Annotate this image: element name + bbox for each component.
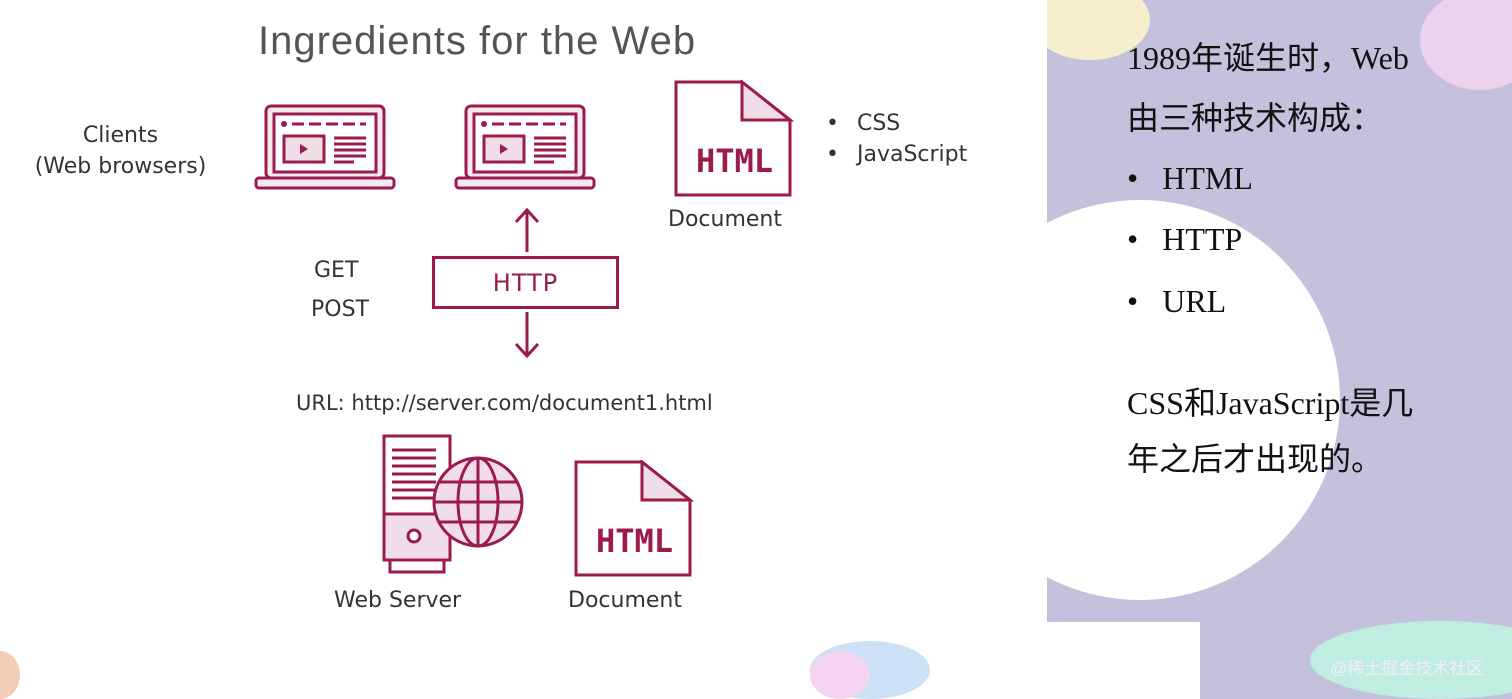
html-icon-text: HTML	[596, 522, 673, 560]
method-get: GET	[314, 258, 359, 283]
slide-panel: Ingredients for the Web Clients (Web bro…	[18, 19, 968, 613]
notes-bullet: • URL	[1127, 281, 1497, 321]
bullet-glyph: •	[1127, 160, 1139, 196]
extras-item-label: JavaScript	[856, 142, 968, 167]
notes-line: 由三种技术构成：	[1127, 100, 1384, 136]
laptop-browser-icon	[254, 104, 396, 190]
notes-line: 1989年诞生时，Web	[1127, 40, 1409, 76]
html-icon-text: HTML	[696, 142, 773, 180]
notes-bullet: • HTTP	[1127, 219, 1497, 259]
html-document-icon: HTML	[674, 80, 795, 197]
http-box: HTTP	[432, 256, 619, 309]
slide-title: Ingredients for the Web	[258, 19, 697, 63]
bullet-glyph: •	[1127, 221, 1139, 257]
notes-bullet: • HTML	[1127, 158, 1497, 198]
web-server-icon	[382, 434, 524, 574]
url-example: URL: http://server.com/document1.html	[296, 391, 713, 415]
extras-item: •CSS	[826, 111, 901, 136]
bullet-label: HTTP	[1162, 221, 1243, 257]
bullet-glyph: •	[1127, 283, 1139, 319]
notes-line: CSS和JavaScript是几	[1127, 385, 1414, 421]
notes-line: 年之后才出现的。	[1127, 441, 1384, 477]
extras-list: •CSS •JavaScript	[826, 108, 967, 170]
watermark: @稀土掘金技术社区	[1330, 659, 1484, 678]
extras-item-label: CSS	[856, 111, 901, 136]
extras-item: •JavaScript	[826, 142, 968, 167]
document-label: Document	[568, 588, 682, 613]
laptop-browser-icon	[454, 104, 596, 190]
clients-label: Clients (Web browsers)	[18, 120, 223, 182]
clients-label-line: (Web browsers)	[34, 154, 207, 179]
web-server-label: Web Server	[334, 588, 462, 613]
html-document-icon: HTML	[574, 460, 695, 577]
bullet-label: URL	[1162, 283, 1227, 319]
document-label: Document	[668, 207, 782, 232]
bullet-label: HTML	[1162, 160, 1253, 196]
bidirectional-arrow-icon	[514, 207, 540, 359]
clients-label-line: Clients	[82, 123, 159, 148]
method-post: POST	[311, 297, 369, 322]
